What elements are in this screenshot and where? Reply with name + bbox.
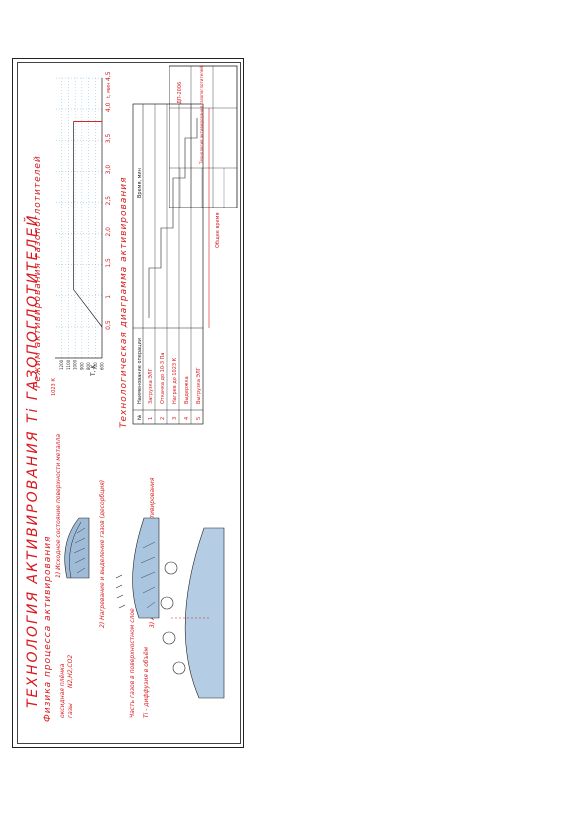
- table-header-op: Наименование операции: [137, 338, 143, 404]
- row-3-n: 3: [172, 417, 178, 420]
- x-tick-label: 3,0: [105, 165, 112, 175]
- physics-sketches: [64, 517, 225, 699]
- x-tick-label: 4,5: [105, 71, 112, 81]
- row-1-n: 1: [148, 417, 154, 420]
- table-header-time: Время, мин: [137, 168, 143, 198]
- desorption-arrows: [115, 574, 126, 609]
- x-axis-label: t, мин: [106, 83, 112, 98]
- stamp-code: ДП-2006: [177, 82, 183, 104]
- y-tick-label: 1100: [66, 359, 71, 370]
- total-time-label: Общее время: [215, 213, 221, 248]
- row-2-op: Откачка до 10-3 Па: [160, 353, 166, 404]
- y-tick-label: 1200: [59, 359, 64, 370]
- y-tick-label: 700: [93, 362, 98, 370]
- title-block: Технология активирования газопоглотителе…: [169, 65, 238, 208]
- row-3-op: Нагрев до 1023 К: [172, 357, 178, 404]
- y-tick-label: 1000: [73, 359, 78, 370]
- x-tick-label: 4,0: [105, 102, 112, 112]
- x-tick-label: 0,5: [105, 320, 112, 330]
- chart-grid: [55, 77, 103, 358]
- y-tick-label: 800: [86, 362, 91, 370]
- tech-diagram-title: Технологическая диаграмма активирования: [119, 176, 129, 429]
- table-header-n: №: [137, 414, 143, 420]
- row-1-op: Загрузка ЭЛГ: [148, 368, 154, 404]
- row-4-n: 4: [184, 417, 190, 420]
- x-tick-label: 1: [105, 295, 112, 299]
- sheet-outer-frame: [12, 58, 244, 748]
- row-5-op: Выгрузка ЭЛГ: [196, 367, 202, 404]
- drawing-area: ТЕХНОЛОГИЯ АКТИВИРОВАНИЯ Ti ГАЗОПОГЛОТИТ…: [19, 64, 239, 728]
- row-4-op: Выдержка: [184, 376, 190, 404]
- y-tick-label: 900: [79, 362, 84, 370]
- metal-surface-sketch-3: [184, 527, 225, 699]
- x-tick-label: 3,5: [105, 133, 112, 143]
- row-5-n: 5: [196, 417, 202, 420]
- x-tick-label: 2,0: [105, 227, 112, 237]
- stamp-doc-title: Технология активирования газопоглотителе…: [199, 66, 204, 165]
- regime-title: Режим активирования газопоглотителей: [33, 155, 43, 388]
- chart-top-label: 1023 К: [51, 378, 57, 396]
- y-tick-label: 600: [100, 362, 105, 370]
- x-tick-label: 1,5: [105, 258, 112, 268]
- rotated-drawing: ТЕХНОЛОГИЯ АКТИВИРОВАНИЯ Ti ГАЗОПОГЛОТИТ…: [19, 64, 239, 728]
- sheet-inner-frame: [17, 62, 241, 744]
- y-axis-label: T, K: [90, 364, 97, 377]
- series-line: [73, 121, 103, 328]
- metal-surface-sketch-1: [64, 517, 90, 579]
- metal-surface-sketch-2: [132, 517, 160, 619]
- x-tick-label: 2,5: [105, 196, 112, 206]
- row-2-n: 2: [160, 417, 166, 420]
